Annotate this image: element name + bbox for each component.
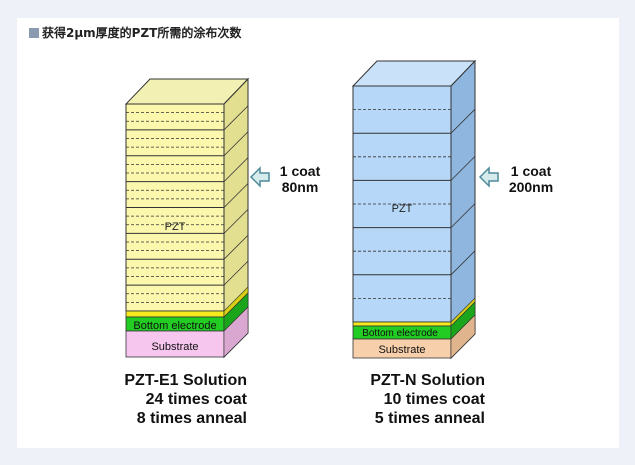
e1-caption-anneals: 8 times anneal: [136, 410, 247, 427]
n-coat-line2: 200nm: [508, 179, 554, 195]
e1-caption: PZT-E1 Solution 24 times coat 8 times an…: [105, 371, 247, 428]
e1-pzt-label: PZT: [165, 221, 186, 233]
e1-anneal-side-line: [223, 157, 249, 182]
e1-coat-line1: 1 coat: [279, 163, 321, 179]
e1-caption-coats: 24 times coat: [145, 391, 247, 408]
n-caption-solution: PZT-N Solution: [370, 372, 485, 389]
e1-anneal-side-line: [223, 209, 249, 234]
n-seed-layer: [352, 321, 452, 327]
e1-electrode-label: Bottom electrode: [133, 320, 216, 332]
e1-anneal-side-line: [223, 260, 249, 286]
n-coat-note: 1 coat 200nm: [500, 163, 562, 195]
e1-anneal-side-line: [223, 131, 249, 157]
e1-caption-solution: PZT-E1 Solution: [124, 372, 247, 389]
n-pzt-label: PZT: [392, 203, 413, 215]
e1-substrate-label: Substrate: [151, 341, 198, 353]
n-anneal-side-line: [450, 108, 476, 134]
title-square-icon: [29, 27, 39, 38]
n-anneal-side-line: [450, 203, 476, 228]
e1-coat-arrow-icon: [249, 166, 270, 188]
n-caption-anneals: 5 times anneal: [374, 410, 485, 427]
n-electrode-label: Bottom electrode: [362, 328, 438, 339]
n-substrate-label: Substrate: [378, 344, 425, 356]
e1-anneal-side-line: [223, 105, 249, 131]
e1-coat-note: 1 coat 80nm: [274, 163, 326, 195]
n-coat-arrow-icon: [478, 166, 499, 188]
figure-panel: [17, 18, 619, 448]
n-caption-coats: 10 times coat: [383, 391, 485, 408]
n-anneal-side-line: [450, 156, 476, 181]
e1-anneal-side-line: [223, 234, 249, 260]
figure-title-text: 获得2μm厚度的PZT所需的涂布次数: [42, 26, 242, 40]
e1-anneal-side-line: [223, 183, 249, 208]
n-caption: PZT-N Solution 10 times coat 5 times ann…: [345, 371, 485, 428]
e1-coat-line2: 80nm: [281, 179, 319, 195]
n-anneal-side-line: [450, 250, 476, 276]
n-substrate-side: [450, 314, 476, 359]
figure-title: 获得2μm厚度的PZT所需的涂布次数: [29, 24, 241, 41]
n-coat-line1: 1 coat: [510, 163, 552, 179]
e1-substrate-side: [223, 306, 249, 358]
